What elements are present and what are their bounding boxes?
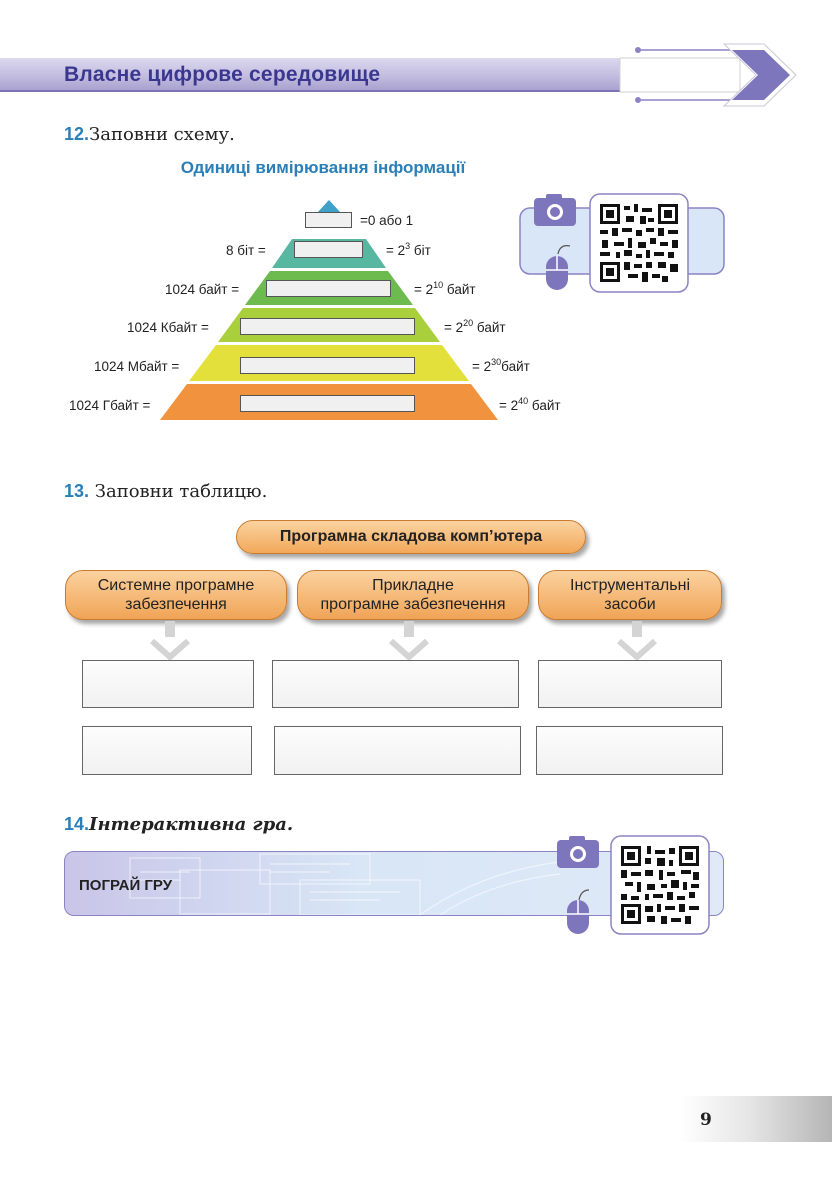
page-number: 9 — [700, 1110, 712, 1130]
task-text: Заповни таблицю. — [94, 481, 268, 502]
pyramid-right-label-3: = 210 байт — [414, 280, 476, 298]
main-category-pill: Програмна складова комп’ютера — [236, 520, 586, 554]
pyramid-left-label-4: 1024 Кбайт = — [127, 320, 209, 335]
task-number: 14. — [64, 814, 90, 834]
table-cell-application-1[interactable] — [272, 660, 519, 708]
pyramid-left-label-3: 1024 байт = — [165, 282, 240, 297]
mouse-icon — [567, 889, 590, 934]
table-cell-tools-1[interactable] — [538, 660, 722, 708]
camera-icon — [557, 836, 599, 868]
task-13-heading: 13. Заповни таблицю. — [64, 481, 267, 502]
pyramid-right-label-4: = 220 байт — [444, 318, 506, 336]
pyramid-left-label-5: 1024 Мбайт = — [94, 359, 180, 374]
down-arrow-icon — [389, 621, 429, 661]
down-arrow-icon — [150, 621, 190, 661]
pyramid-title: Одиниці вимірювання інформації — [180, 158, 466, 177]
pyramid-tier-1 — [317, 200, 341, 213]
task-text: Заповни схему. — [89, 124, 235, 145]
down-arrow-icon — [617, 621, 657, 661]
qr-block[interactable] — [518, 192, 728, 296]
task-number: 13. — [64, 481, 90, 501]
table-cell-system-1[interactable] — [82, 660, 254, 708]
answer-box-2[interactable] — [294, 241, 363, 258]
task-text: Інтерактивна гра. — [89, 814, 294, 835]
pyramid-right-label-1: =0 або 1 — [360, 213, 414, 228]
table-cell-application-2[interactable] — [274, 726, 521, 775]
screens-decoration — [129, 853, 560, 915]
task-number: 12. — [64, 124, 90, 144]
play-game-label[interactable]: ПОГРАЙ ГРУ — [79, 877, 173, 894]
camera-icon — [534, 194, 576, 226]
answer-box-5[interactable] — [240, 357, 415, 374]
qr-block[interactable] — [555, 832, 715, 936]
page-number-tab — [680, 1096, 832, 1142]
answer-box-4[interactable] — [240, 318, 415, 335]
table-cell-system-2[interactable] — [82, 726, 252, 775]
answer-box-6[interactable] — [240, 395, 415, 412]
chevron-arrow-icon — [619, 43, 797, 107]
pyramid-right-label-6: = 240 байт — [499, 396, 561, 414]
pyramid-right-label-2: = 23 біт — [386, 241, 431, 259]
mouse-icon — [546, 245, 571, 290]
qr-code-icon — [621, 846, 699, 924]
task-12-heading: 12.Заповни схему. — [64, 124, 235, 145]
pyramid-right-label-5: = 230байт — [472, 357, 530, 375]
table-cell-tools-2[interactable] — [536, 726, 723, 775]
header-title: Власне цифрове середовище — [64, 63, 381, 86]
task-14-heading: 14.Інтерактивна гра. — [64, 814, 293, 835]
pyramid-left-label-2: 8 біт = — [226, 243, 266, 258]
pyramid-left-label-6: 1024 Гбайт = — [69, 398, 151, 413]
answer-box-1[interactable] — [305, 212, 352, 228]
header-band — [0, 58, 640, 92]
answer-box-3[interactable] — [266, 280, 391, 297]
qr-code-icon — [600, 204, 678, 282]
